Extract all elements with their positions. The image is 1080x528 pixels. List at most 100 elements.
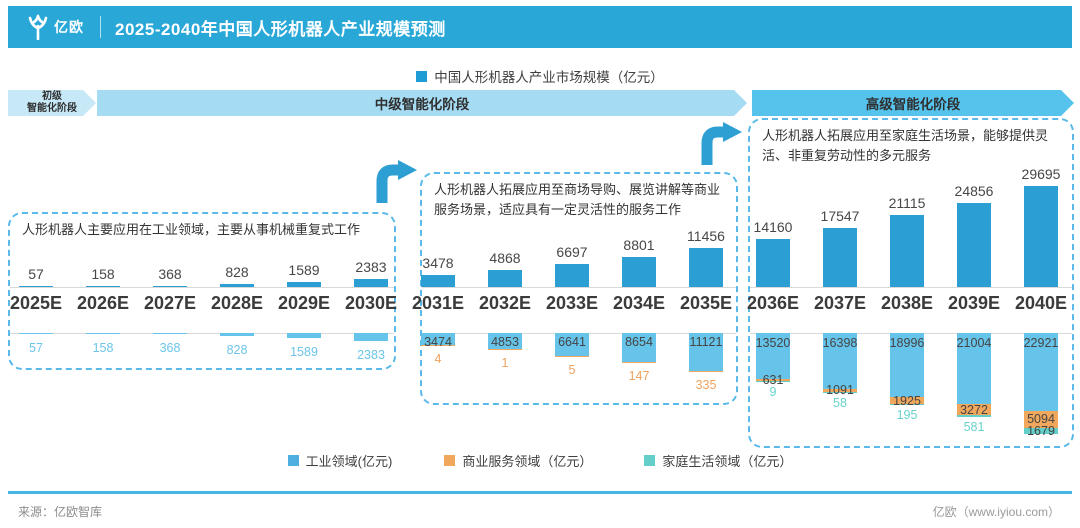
transition-arrow-icon	[701, 122, 742, 165]
industry-value-label: 18996	[889, 336, 925, 350]
bottom-legend: 工业领域(亿元) 商业服务领域（亿元） 家庭生活领域（亿元）	[0, 451, 1080, 470]
bar-total-market	[86, 286, 120, 287]
bottom-axis-line	[10, 333, 394, 334]
year-label: 2026E	[76, 293, 130, 313]
bar-total-market	[421, 275, 455, 287]
bar-home-segment	[890, 403, 924, 405]
bar-industry-segment	[488, 333, 522, 350]
total-value-label: 24856	[954, 182, 994, 199]
industry-swatch	[287, 455, 299, 466]
total-value-label: 8801	[623, 237, 655, 254]
total-value-label: 158	[91, 266, 115, 282]
bar-industry-segment	[354, 333, 388, 342]
bar-industry-segment	[756, 333, 790, 379]
total-value-label: 368	[158, 265, 182, 282]
commercial-value-label: 3272	[960, 402, 988, 417]
total-value-label: 57	[28, 266, 44, 282]
page-title: 2025-2040年中国人形机器人产业规模预测	[115, 19, 446, 39]
industry-value-label: 21004	[956, 336, 992, 350]
industry-value-label: 4853	[491, 335, 519, 349]
bar-commercial-segment	[756, 378, 790, 381]
industry-value-label: 22921	[1023, 336, 1059, 350]
bar-total-market	[153, 285, 187, 287]
bar-commercial-segment	[957, 404, 991, 416]
bar-total-market	[19, 286, 53, 287]
bar-industry-segment	[689, 333, 723, 371]
total-value-label: 4868	[489, 250, 521, 267]
home-legend-label: 家庭生活领域（亿元）	[662, 454, 793, 469]
bar-commercial-segment	[890, 397, 924, 404]
bar-commercial-segment	[421, 344, 455, 346]
industry-value-label: 16398	[822, 336, 858, 350]
home-swatch	[644, 455, 656, 466]
total-value-label: 14160	[753, 219, 793, 235]
legend-item-commercial: 商业服务领域（亿元）	[444, 451, 592, 470]
bar-total-market	[823, 227, 857, 287]
year-label: 2036E	[746, 293, 800, 313]
home-value-label: 9	[769, 384, 777, 399]
bar-industry-segment	[1024, 333, 1058, 411]
commercial-value-label: 1	[501, 356, 509, 371]
group-annotation: 人形机器人拓展应用至家庭生活场景，能够提供灵活、非重复劳动性的多元服务	[762, 128, 1049, 163]
legend-item-industry: 工业领域(亿元)	[287, 451, 392, 470]
total-series-swatch	[416, 70, 428, 82]
year-label: 2031E	[411, 293, 465, 313]
commercial-value-label: 4	[434, 351, 442, 366]
commercial-value-label: 1925	[893, 393, 921, 408]
bar-commercial-segment	[689, 370, 723, 372]
industry-value-label: 6641	[558, 335, 586, 349]
bar-total-market	[756, 239, 790, 287]
bar-industry-segment	[890, 333, 924, 398]
home-value-label: 581	[963, 420, 985, 435]
phase-arrow-primary: 初级智能化阶段	[8, 90, 96, 116]
industry-value-label: 13520	[755, 336, 791, 350]
bar-commercial-segment	[622, 362, 656, 364]
bar-home-segment	[957, 415, 991, 418]
total-value-label: 17547	[820, 207, 860, 224]
year-label: 2037E	[813, 293, 867, 313]
year-label: 2034E	[612, 293, 666, 313]
bar-home-segment	[1024, 427, 1058, 434]
home-value-label: 195	[896, 407, 918, 422]
logo: 亿欧	[26, 14, 84, 40]
footer-divider-line	[8, 491, 1072, 494]
commercial-value-label: 5094	[1027, 412, 1055, 427]
bar-total-market	[488, 270, 522, 287]
bar-total-market	[555, 264, 589, 287]
legend-item-home: 家庭生活领域（亿元）	[644, 451, 792, 470]
total-value-label: 29695	[1021, 166, 1061, 183]
bar-industry-segment	[823, 333, 857, 389]
phase-group-box	[8, 212, 396, 370]
total-value-label: 828	[225, 264, 249, 281]
bar-total-market	[689, 248, 723, 287]
bar-commercial-segment	[823, 388, 857, 393]
logo-text: 亿欧	[54, 19, 84, 35]
commercial-value-label: 1091	[826, 383, 854, 398]
header-divider	[100, 16, 101, 38]
year-label: 2040E	[1014, 293, 1068, 313]
top-axis-line	[10, 287, 394, 288]
bar-industry-segment	[220, 333, 254, 336]
bar-industry-segment	[555, 333, 589, 356]
total-value-label: 11456	[687, 228, 725, 245]
bar-total-market	[1024, 186, 1058, 287]
commercial-value-label: 147	[628, 369, 650, 384]
commercial-legend-label: 商业服务领域（亿元）	[462, 454, 593, 469]
bar-industry-segment	[153, 333, 187, 335]
phase-arrow-primary-label: 初级智能化阶段	[27, 91, 77, 114]
industry-value-label: 828	[226, 342, 248, 357]
commercial-swatch	[444, 455, 456, 466]
home-value-label: 1679	[1027, 423, 1055, 438]
bar-industry-segment	[421, 333, 455, 345]
bar-commercial-segment	[1024, 410, 1058, 428]
bar-home-segment	[823, 392, 857, 394]
phase-arrow-intermediate: 中级智能化阶段	[97, 90, 747, 116]
year-label: 2032E	[478, 293, 532, 313]
group-annotation: 人形机器人主要应用在工业领域，主要从事机械重复式工作	[22, 222, 361, 237]
bar-total-market	[957, 202, 991, 287]
transition-arrow-icon	[376, 160, 417, 203]
bar-total-market	[287, 281, 321, 287]
phase-arrow-advanced: 高级智能化阶段	[752, 90, 1074, 116]
bar-total-market	[622, 257, 656, 287]
top-axis-line	[750, 287, 1072, 288]
